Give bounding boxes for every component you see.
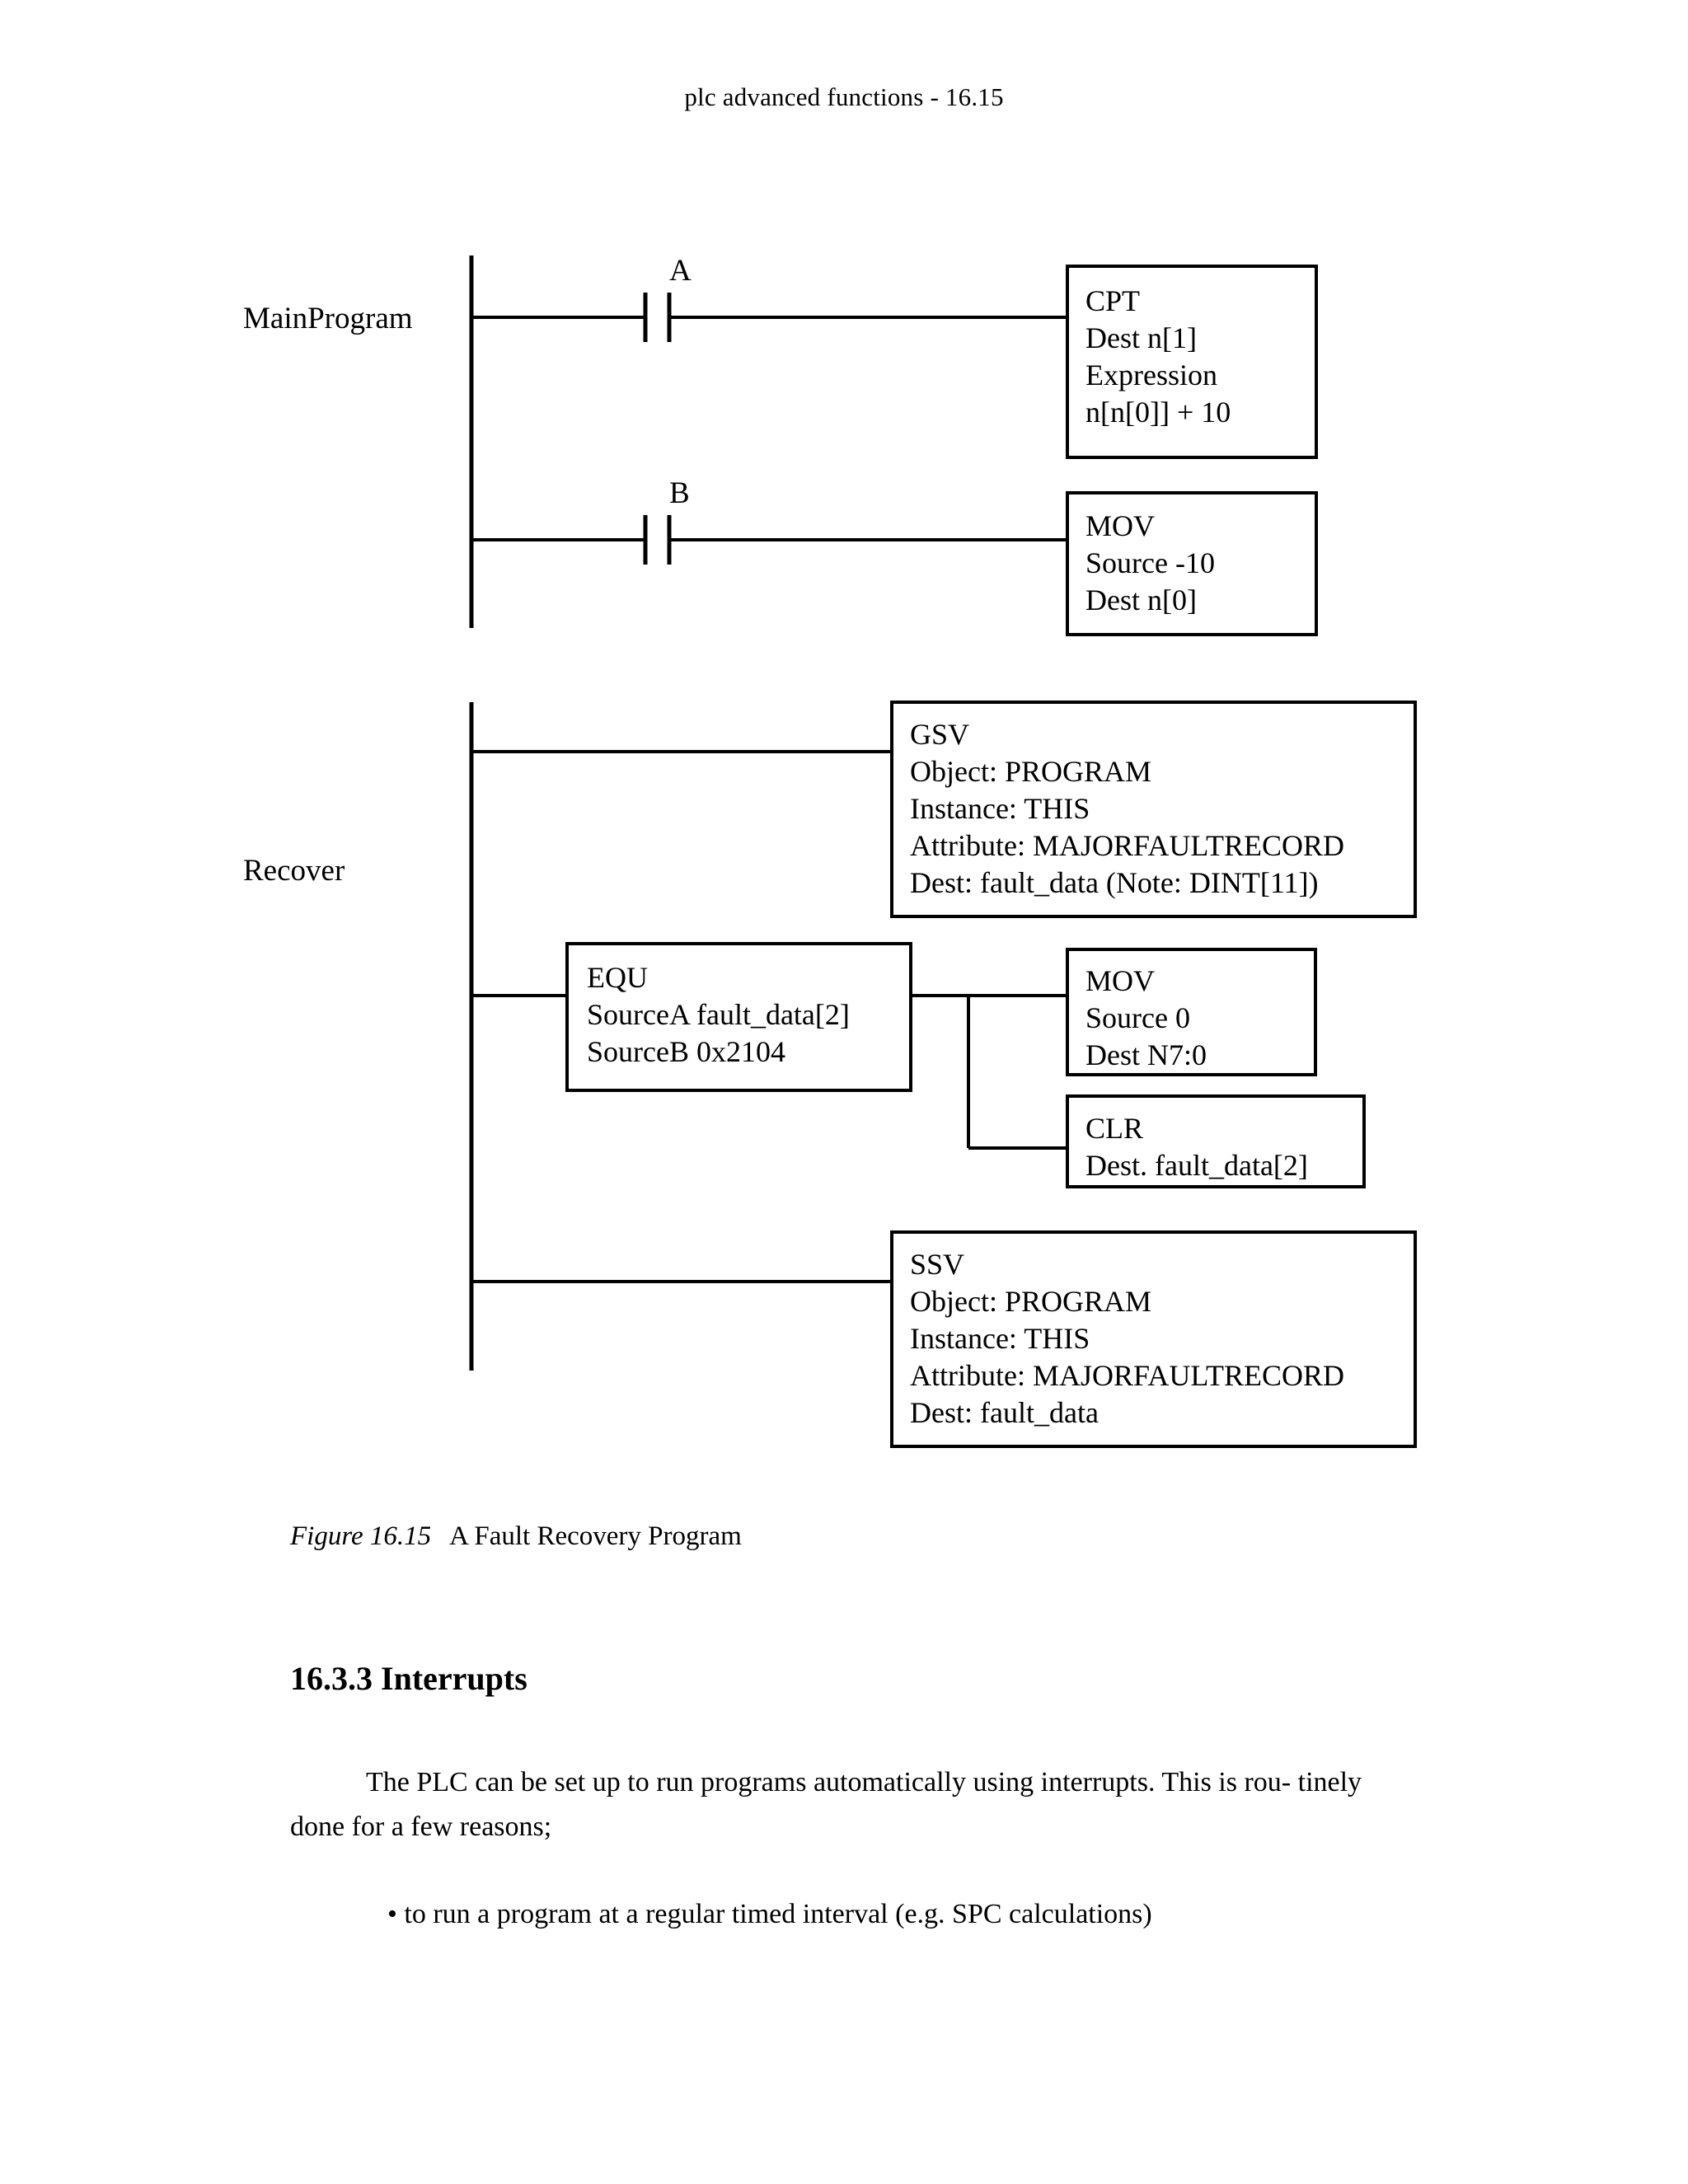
block-clr	[1066, 1094, 1366, 1188]
rail-label-mainprogram: MainProgram	[243, 302, 413, 335]
section-heading: 16.3.3 Interrupts	[290, 1660, 528, 1697]
block-mov-main	[1066, 491, 1318, 636]
block-equ-line-1: EQU	[587, 961, 648, 994]
block-cpt-line-3: Expression	[1085, 359, 1217, 391]
block-mov-main-line-1: MOV	[1085, 509, 1155, 542]
block-gsv-line-5: Dest: fault_data (Note: DINT[11])	[910, 866, 1319, 899]
block-cpt	[1066, 265, 1318, 459]
paragraph-line-1: The PLC can be set up to run programs au…	[366, 1767, 1292, 1797]
figure-caption: Figure 16.15 A Fault Recovery Program	[290, 1521, 742, 1552]
block-ssv-line-1: SSV	[910, 1248, 964, 1281]
block-clr-line-2: Dest. fault_data[2]	[1085, 1149, 1308, 1182]
running-header: plc advanced functions - 16.15	[684, 82, 1004, 111]
body-paragraph: The PLC can be set up to run programs au…	[290, 1760, 1408, 1849]
rail-label-recover: Recover	[243, 854, 345, 888]
block-cpt-line-1: CPT	[1085, 284, 1140, 317]
figure-caption-number: Figure 16.15	[290, 1521, 432, 1551]
rung-group-recover: GSV Object: PROGRAM Instance: THIS Attri…	[243, 701, 1417, 1448]
contact-a-label: A	[669, 254, 692, 288]
block-ssv-line-5: Dest: fault_data	[910, 1396, 1099, 1429]
block-equ-line-3: SourceB 0x2104	[587, 1035, 785, 1068]
figure-ladder-diagram: A CPT Dest n[1] Expression n[n[0]] + 10 …	[243, 254, 1417, 1448]
block-ssv-line-2: Object: PROGRAM	[910, 1285, 1151, 1318]
block-equ	[565, 942, 912, 1092]
block-gsv-line-3: Instance: THIS	[910, 792, 1090, 825]
block-mov-main-line-2: Source -10	[1085, 546, 1215, 579]
block-clr-line-1: CLR	[1085, 1112, 1143, 1145]
block-cpt-line-2: Dest n[1]	[1085, 321, 1197, 354]
figure-caption-title: A Fault Recovery Program	[449, 1521, 742, 1551]
block-ssv-line-3: Instance: THIS	[910, 1322, 1090, 1355]
block-mov-main-line-3: Dest n[0]	[1085, 583, 1197, 616]
block-mov-branch-line-2: Source 0	[1085, 1001, 1190, 1034]
paragraph-line-2: tinely done for a few reasons;	[290, 1767, 1362, 1842]
block-gsv-line-4: Attribute: MAJORFAULTRECORD	[910, 829, 1344, 862]
block-gsv-line-1: GSV	[910, 718, 969, 751]
block-mov-branch	[1066, 948, 1317, 1076]
rung-group-mainprogram: A CPT Dest n[1] Expression n[n[0]] + 10 …	[243, 254, 1318, 636]
block-ssv-line-4: Attribute: MAJORFAULTRECORD	[910, 1359, 1344, 1392]
block-gsv	[890, 701, 1417, 918]
block-cpt-line-4: n[n[0]] + 10	[1085, 396, 1231, 429]
block-mov-branch-line-1: MOV	[1085, 964, 1155, 997]
block-mov-branch-line-3: Dest N7:0	[1085, 1038, 1207, 1071]
block-equ-line-2: SourceA fault_data[2]	[587, 998, 850, 1031]
contact-b-label: B	[669, 476, 690, 510]
ladder-diagram-svg: A CPT Dest n[1] Expression n[n[0]] + 10 …	[243, 254, 1417, 1448]
bullet-list-item: • to run a program at a regular timed in…	[387, 1899, 1152, 1929]
block-ssv	[890, 1230, 1417, 1448]
block-gsv-line-2: Object: PROGRAM	[910, 755, 1151, 788]
